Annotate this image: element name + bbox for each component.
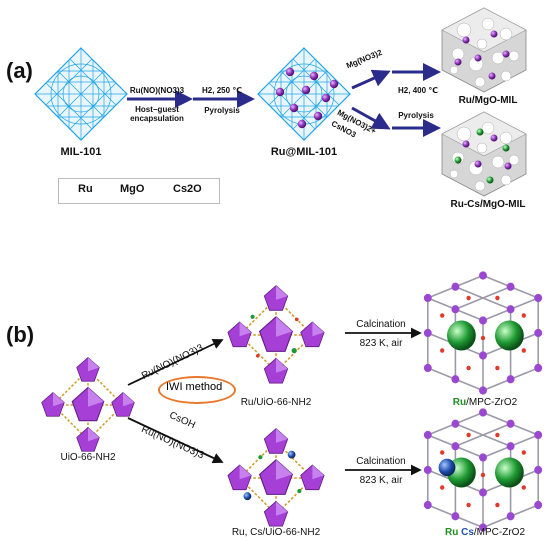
step2-condition: H2, 250 ℃	[202, 86, 242, 95]
legend	[58, 178, 220, 204]
ru-mpc-zro2-lattice	[423, 270, 543, 396]
ru-cs-mpc-zro2-label: Ru Cs/MPC-ZrO2	[445, 527, 525, 538]
calcination-upper-condition: 823 K, air	[359, 338, 403, 349]
arrow-to-ru-mgo	[351, 69, 391, 90]
ru-mgo-mil-label: Ru/MgO-MIL	[458, 95, 518, 106]
step1-process-line2: encapsulation	[130, 114, 184, 123]
step3-process: Pyrolysis	[398, 111, 434, 120]
panel-b-letter: (b)	[6, 322, 35, 347]
ru-mgo-mil-particle	[441, 7, 527, 93]
ru-cs-uio66-structure	[228, 429, 324, 526]
panel-a-graphics	[34, 7, 527, 197]
ru-mpc-zro2-ru: Ru	[452, 397, 467, 408]
ru-cs-mgo-mil-label: Ru-Cs/MgO-MIL	[450, 199, 526, 210]
step2-process: Pyrolysis	[204, 106, 240, 115]
step3-condition: H2, 400 ℃	[398, 86, 438, 95]
ru-cs-mpc-zro2-lattice	[423, 407, 543, 533]
step1-process-line1: Host−guest	[135, 105, 179, 114]
mil101-framework	[34, 47, 128, 141]
mil101-label: MIL-101	[60, 146, 102, 158]
iwi-method-oval	[158, 376, 236, 404]
ru-cs-uio66-label: Ru, Cs/UiO-66-NH2	[231, 527, 321, 538]
ru-cs-mpc-zro2-cs: Cs	[458, 527, 474, 538]
ru-at-mil101-label: Ru@MIL-101	[270, 146, 338, 158]
ru-mpc-zro2-rest: /MPC-ZrO2	[466, 397, 518, 408]
ru-uio66-label: Ru/UiO-66-NH2	[240, 397, 312, 408]
legend-ru-label: Ru	[78, 183, 93, 195]
ru-cs-mgo-mil-particle	[441, 111, 527, 197]
calcination-upper-process: Calcination	[356, 319, 406, 330]
legend-cs2o-label: Cs2O	[173, 183, 202, 195]
step1-reagent: Ru(NO)(NO3)3	[129, 86, 185, 95]
arrow-cs-ru-impregnation	[127, 417, 224, 464]
uio66-label: UiO-66-NH2	[60, 452, 116, 463]
ru-at-mil101-framework	[257, 47, 351, 141]
calcination-lower-condition: 823 K, air	[359, 475, 403, 486]
arrow-ru-impregnation	[127, 339, 224, 386]
arrow-to-ru-cs-mgo	[351, 106, 391, 130]
legend-mgo-label: MgO	[120, 183, 145, 195]
uio66-structure	[42, 358, 135, 452]
ru-uio66-structure	[228, 286, 324, 384]
panel-a-letter: (a)	[6, 58, 33, 83]
ru-mpc-zro2-label: Ru/MPC-ZrO2	[453, 397, 517, 408]
iwi-method-label: IWI method	[166, 381, 223, 393]
calcination-lower-process: Calcination	[356, 456, 406, 467]
ru-cs-mpc-zro2-rest: /MPC-ZrO2	[473, 527, 526, 538]
panel-b-graphics	[42, 270, 543, 533]
ru-cs-mpc-zro2-ru: Ru	[444, 527, 459, 538]
